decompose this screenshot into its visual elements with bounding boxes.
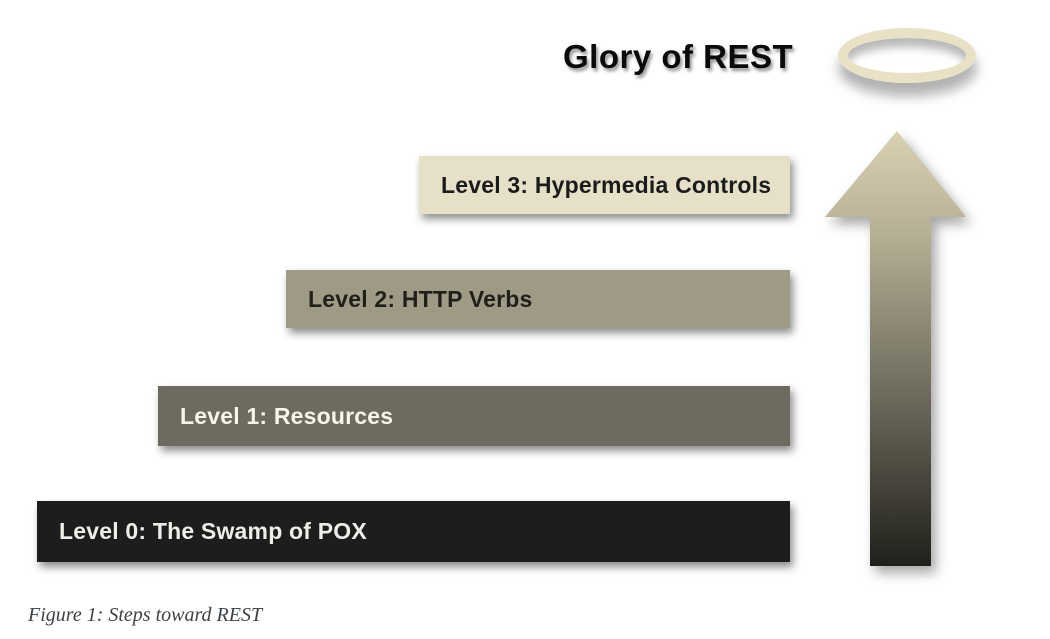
level-2-label: Level 2: HTTP Verbs [308, 285, 533, 312]
level-3-label: Level 3: Hypermedia Controls [441, 171, 772, 198]
up-arrow-icon [818, 125, 978, 573]
level-0-bar: Level 0: The Swamp of POX [37, 501, 790, 562]
halo-ellipse-icon [838, 28, 976, 83]
level-2-bar: Level 2: HTTP Verbs [286, 270, 790, 328]
figure-caption: Figure 1: Steps toward REST [28, 604, 263, 626]
level-0-label: Level 0: The Swamp of POX [59, 518, 367, 544]
level-1-bar: Level 1: Resources [158, 386, 790, 446]
level-3-bar: Level 3: Hypermedia Controls [419, 156, 790, 214]
figure-title: Glory of REST [563, 38, 794, 75]
level-1-label: Level 1: Resources [180, 402, 394, 429]
